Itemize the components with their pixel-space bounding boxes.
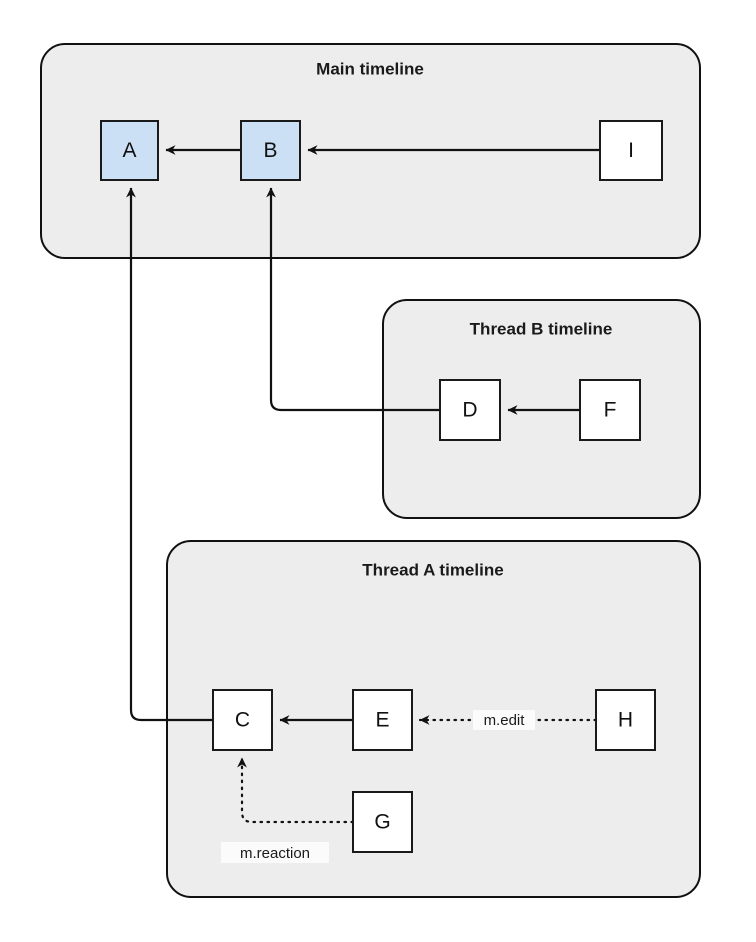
- edge-label-m-edit-bg: [473, 710, 535, 730]
- node-d-label: D: [462, 399, 477, 422]
- node-b-rect: [240, 120, 301, 181]
- node-i[interactable]: I: [599, 120, 663, 181]
- edge-d-to-b[interactable]: [266, 187, 440, 412]
- node-e-label: E: [375, 709, 389, 732]
- node-c[interactable]: C: [212, 689, 273, 751]
- edge-label-m-edit-text: m.edit: [484, 712, 526, 729]
- swimlane-group: Main timeline Thread B timeline Thread A…: [40, 43, 701, 898]
- node-f-rect: [579, 379, 641, 441]
- node-b-label: B: [263, 139, 277, 162]
- node-d-rect: [439, 379, 501, 441]
- edge-label-m-edit: m.edit: [473, 710, 535, 730]
- node-c-label: C: [235, 709, 250, 732]
- edge-label-m-reaction: m.reaction: [221, 842, 329, 863]
- node-i-rect: [599, 120, 663, 181]
- node-h-rect: [595, 689, 656, 751]
- node-g-rect: [352, 791, 413, 853]
- edge-group: [126, 145, 600, 824]
- node-group: A B I D F C: [100, 120, 663, 853]
- node-h-label: H: [618, 709, 633, 732]
- node-e-rect: [352, 689, 413, 751]
- node-a[interactable]: A: [100, 120, 159, 181]
- node-a-label: A: [122, 139, 136, 162]
- swimlane-thread-a-timeline-title: Thread A timeline: [362, 560, 503, 579]
- node-b[interactable]: B: [240, 120, 301, 181]
- edge-label-m-reaction-text: m.reaction: [240, 845, 310, 862]
- edge-label-m-reaction-bg: [221, 842, 329, 863]
- edge-c-to-a[interactable]: [126, 187, 213, 722]
- node-a-rect: [100, 120, 159, 181]
- swimlane-main-timeline-title: Main timeline: [316, 59, 424, 78]
- node-f[interactable]: F: [579, 379, 641, 441]
- node-f-label: F: [604, 399, 617, 422]
- node-d[interactable]: D: [439, 379, 501, 441]
- node-g[interactable]: G: [352, 791, 413, 853]
- node-g-label: G: [374, 811, 390, 834]
- swimlane-thread-b-timeline-title: Thread B timeline: [470, 319, 613, 338]
- node-h[interactable]: H: [595, 689, 656, 751]
- node-i-label: I: [628, 139, 634, 162]
- node-e[interactable]: E: [352, 689, 413, 751]
- edge-label-group: m.edit m.reaction: [221, 710, 535, 863]
- node-c-rect: [212, 689, 273, 751]
